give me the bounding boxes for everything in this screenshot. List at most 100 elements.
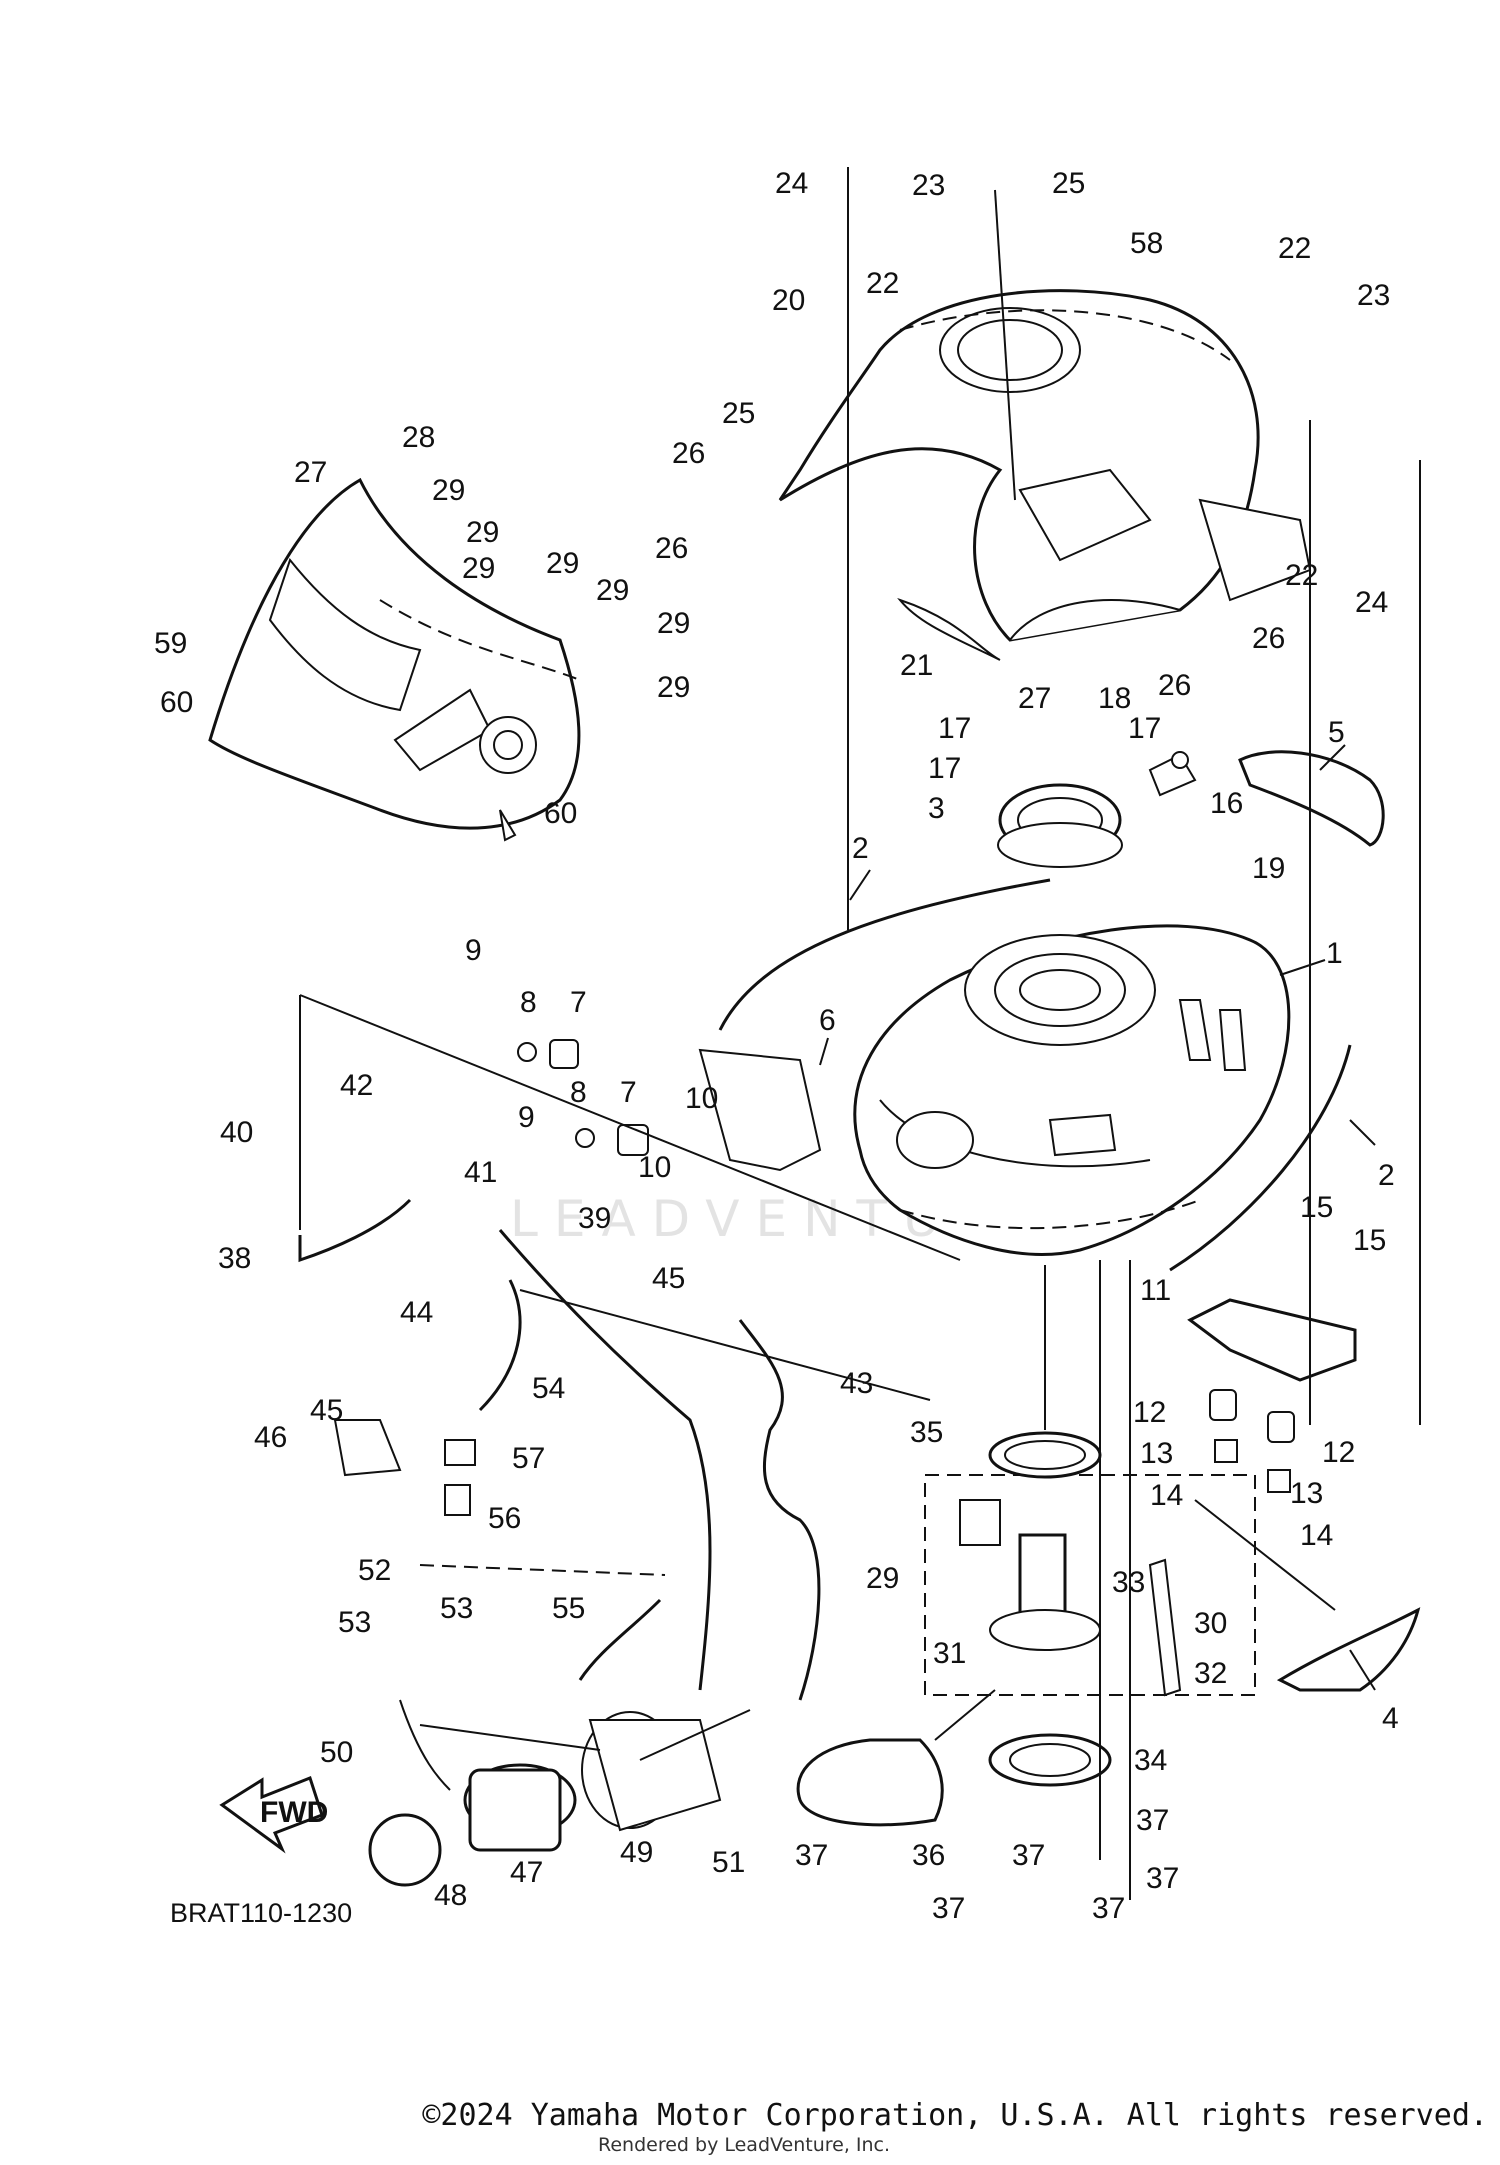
callout-32: 31: [933, 1637, 966, 1670]
callout-47: 46: [254, 1421, 287, 1454]
side-panel-cover-60: [208, 477, 581, 842]
callout-31: 30: [1194, 1607, 1227, 1640]
callout-18: 18: [1098, 682, 1131, 715]
callout-22: 22: [1285, 559, 1318, 592]
callout-29: 29: [657, 607, 690, 640]
callout-54: 53: [338, 1606, 371, 1639]
callout-23: 23: [1357, 279, 1390, 312]
callout-24: 23: [912, 169, 945, 202]
callout-8: 8: [570, 1076, 587, 1109]
callout-12: 12: [1322, 1436, 1355, 1469]
callout-37: 37: [1092, 1892, 1125, 1925]
callout-37: 37: [1012, 1839, 1045, 1872]
callout-60: 59: [154, 627, 187, 660]
callout-40: 39: [578, 1202, 611, 1235]
callout-10: 10: [638, 1151, 671, 1184]
callout-48: 47: [510, 1856, 543, 1889]
hose-55: [478, 1279, 522, 1412]
callout-3: 3: [928, 792, 945, 825]
callout-38: 37: [795, 1839, 828, 1872]
callout-16: 16: [1210, 787, 1243, 820]
callout-27: 27: [1018, 682, 1051, 715]
callout-45: 44: [400, 1296, 433, 1329]
callout-numbers: 1 2 2 3 4 5 6 7 7 8 8 9 9 10 10 11 12 12…: [154, 167, 1399, 1925]
callout-24: 24: [1355, 586, 1388, 619]
callout-43: 42: [340, 1069, 373, 1102]
callout-45: 45: [652, 1262, 685, 1295]
callout-29: 29: [462, 552, 495, 585]
callout-8: 8: [520, 986, 537, 1019]
tank-bracket: [1187, 1298, 1357, 1382]
callout-53: 53: [440, 1592, 473, 1625]
pump-handle: [796, 1738, 944, 1827]
callout-34: 33: [1112, 1566, 1145, 1599]
callout-41: 40: [220, 1116, 253, 1149]
callout-6: 6: [819, 1004, 836, 1037]
callout-2: 2: [852, 832, 869, 865]
callout-57: 56: [488, 1502, 521, 1535]
callout-60: 60: [544, 797, 577, 830]
callout-14: 14: [1300, 1519, 1333, 1552]
fwd-label: FWD: [260, 1796, 328, 1829]
callout-52: 51: [712, 1846, 745, 1879]
callout-37: 37: [1136, 1804, 1169, 1837]
callout-27: 26: [655, 532, 688, 565]
callout-5: 5: [1328, 716, 1345, 749]
callout-51: 50: [320, 1736, 353, 1769]
callout-37: 37: [1146, 1862, 1179, 1895]
callout-19: 19: [1252, 852, 1285, 885]
tank-top-cover: [778, 289, 1312, 661]
tank-strip-right: [1169, 1044, 1352, 1272]
callout-26: 26: [1252, 622, 1285, 655]
callout-29: 28: [402, 421, 435, 454]
callout-61: 60: [160, 686, 193, 719]
callout-14: 14: [1150, 1479, 1183, 1512]
hose-44: [738, 1319, 821, 1701]
callout-26: 26: [672, 437, 705, 470]
tank-strip-left: [718, 878, 1051, 1031]
callout-49: 48: [434, 1879, 467, 1912]
callout-17: 17: [938, 712, 971, 745]
hose-40: [498, 1229, 712, 1691]
callout-13: 13: [1140, 1437, 1173, 1470]
callout-55: 54: [532, 1372, 565, 1405]
callout-37: 36: [912, 1839, 945, 1872]
callout-36: 35: [910, 1416, 943, 1449]
callout-11: 11: [1140, 1274, 1171, 1307]
callout-20: 20: [772, 284, 805, 317]
callout-29: 29: [432, 474, 465, 507]
callout-37: 37: [932, 1892, 965, 1925]
callout-25: 25: [1052, 167, 1085, 200]
callout-4: 4: [1382, 1702, 1399, 1735]
callout-25: 24: [775, 167, 808, 200]
hose-39: [298, 1198, 412, 1263]
callout-13: 13: [1290, 1477, 1323, 1510]
callout-21: 21: [900, 649, 933, 682]
callout-2: 2: [1378, 1159, 1395, 1192]
callout-23: 22: [1278, 232, 1311, 265]
callout-7: 7: [570, 986, 587, 1019]
callout-50: 49: [620, 1836, 653, 1869]
callout-15: 15: [1300, 1191, 1333, 1224]
callout-9: 9: [465, 934, 482, 967]
hose-56: [578, 1598, 662, 1681]
callout-33: 32: [1194, 1657, 1227, 1690]
callout-15: 15: [1353, 1224, 1386, 1257]
fuel-pump-assembly: [924, 1431, 1256, 1787]
callout-12: 12: [1133, 1396, 1166, 1429]
callout-17: 17: [928, 752, 961, 785]
callout-53: 52: [358, 1554, 391, 1587]
callout-29: 29: [596, 574, 629, 607]
callout-28: 27: [294, 456, 327, 489]
callout-9: 9: [518, 1101, 535, 1134]
callout-30: 29: [866, 1562, 899, 1595]
callout-17: 17: [1128, 712, 1161, 745]
fwd-direction-arrow: FWD: [219, 1776, 328, 1854]
callout-42: 41: [464, 1156, 497, 1189]
hardware-small-parts: [517, 1039, 1295, 1493]
protector-right: [1276, 1607, 1421, 1692]
callout-22: 22: [866, 267, 899, 300]
callout-29: 29: [657, 671, 690, 704]
